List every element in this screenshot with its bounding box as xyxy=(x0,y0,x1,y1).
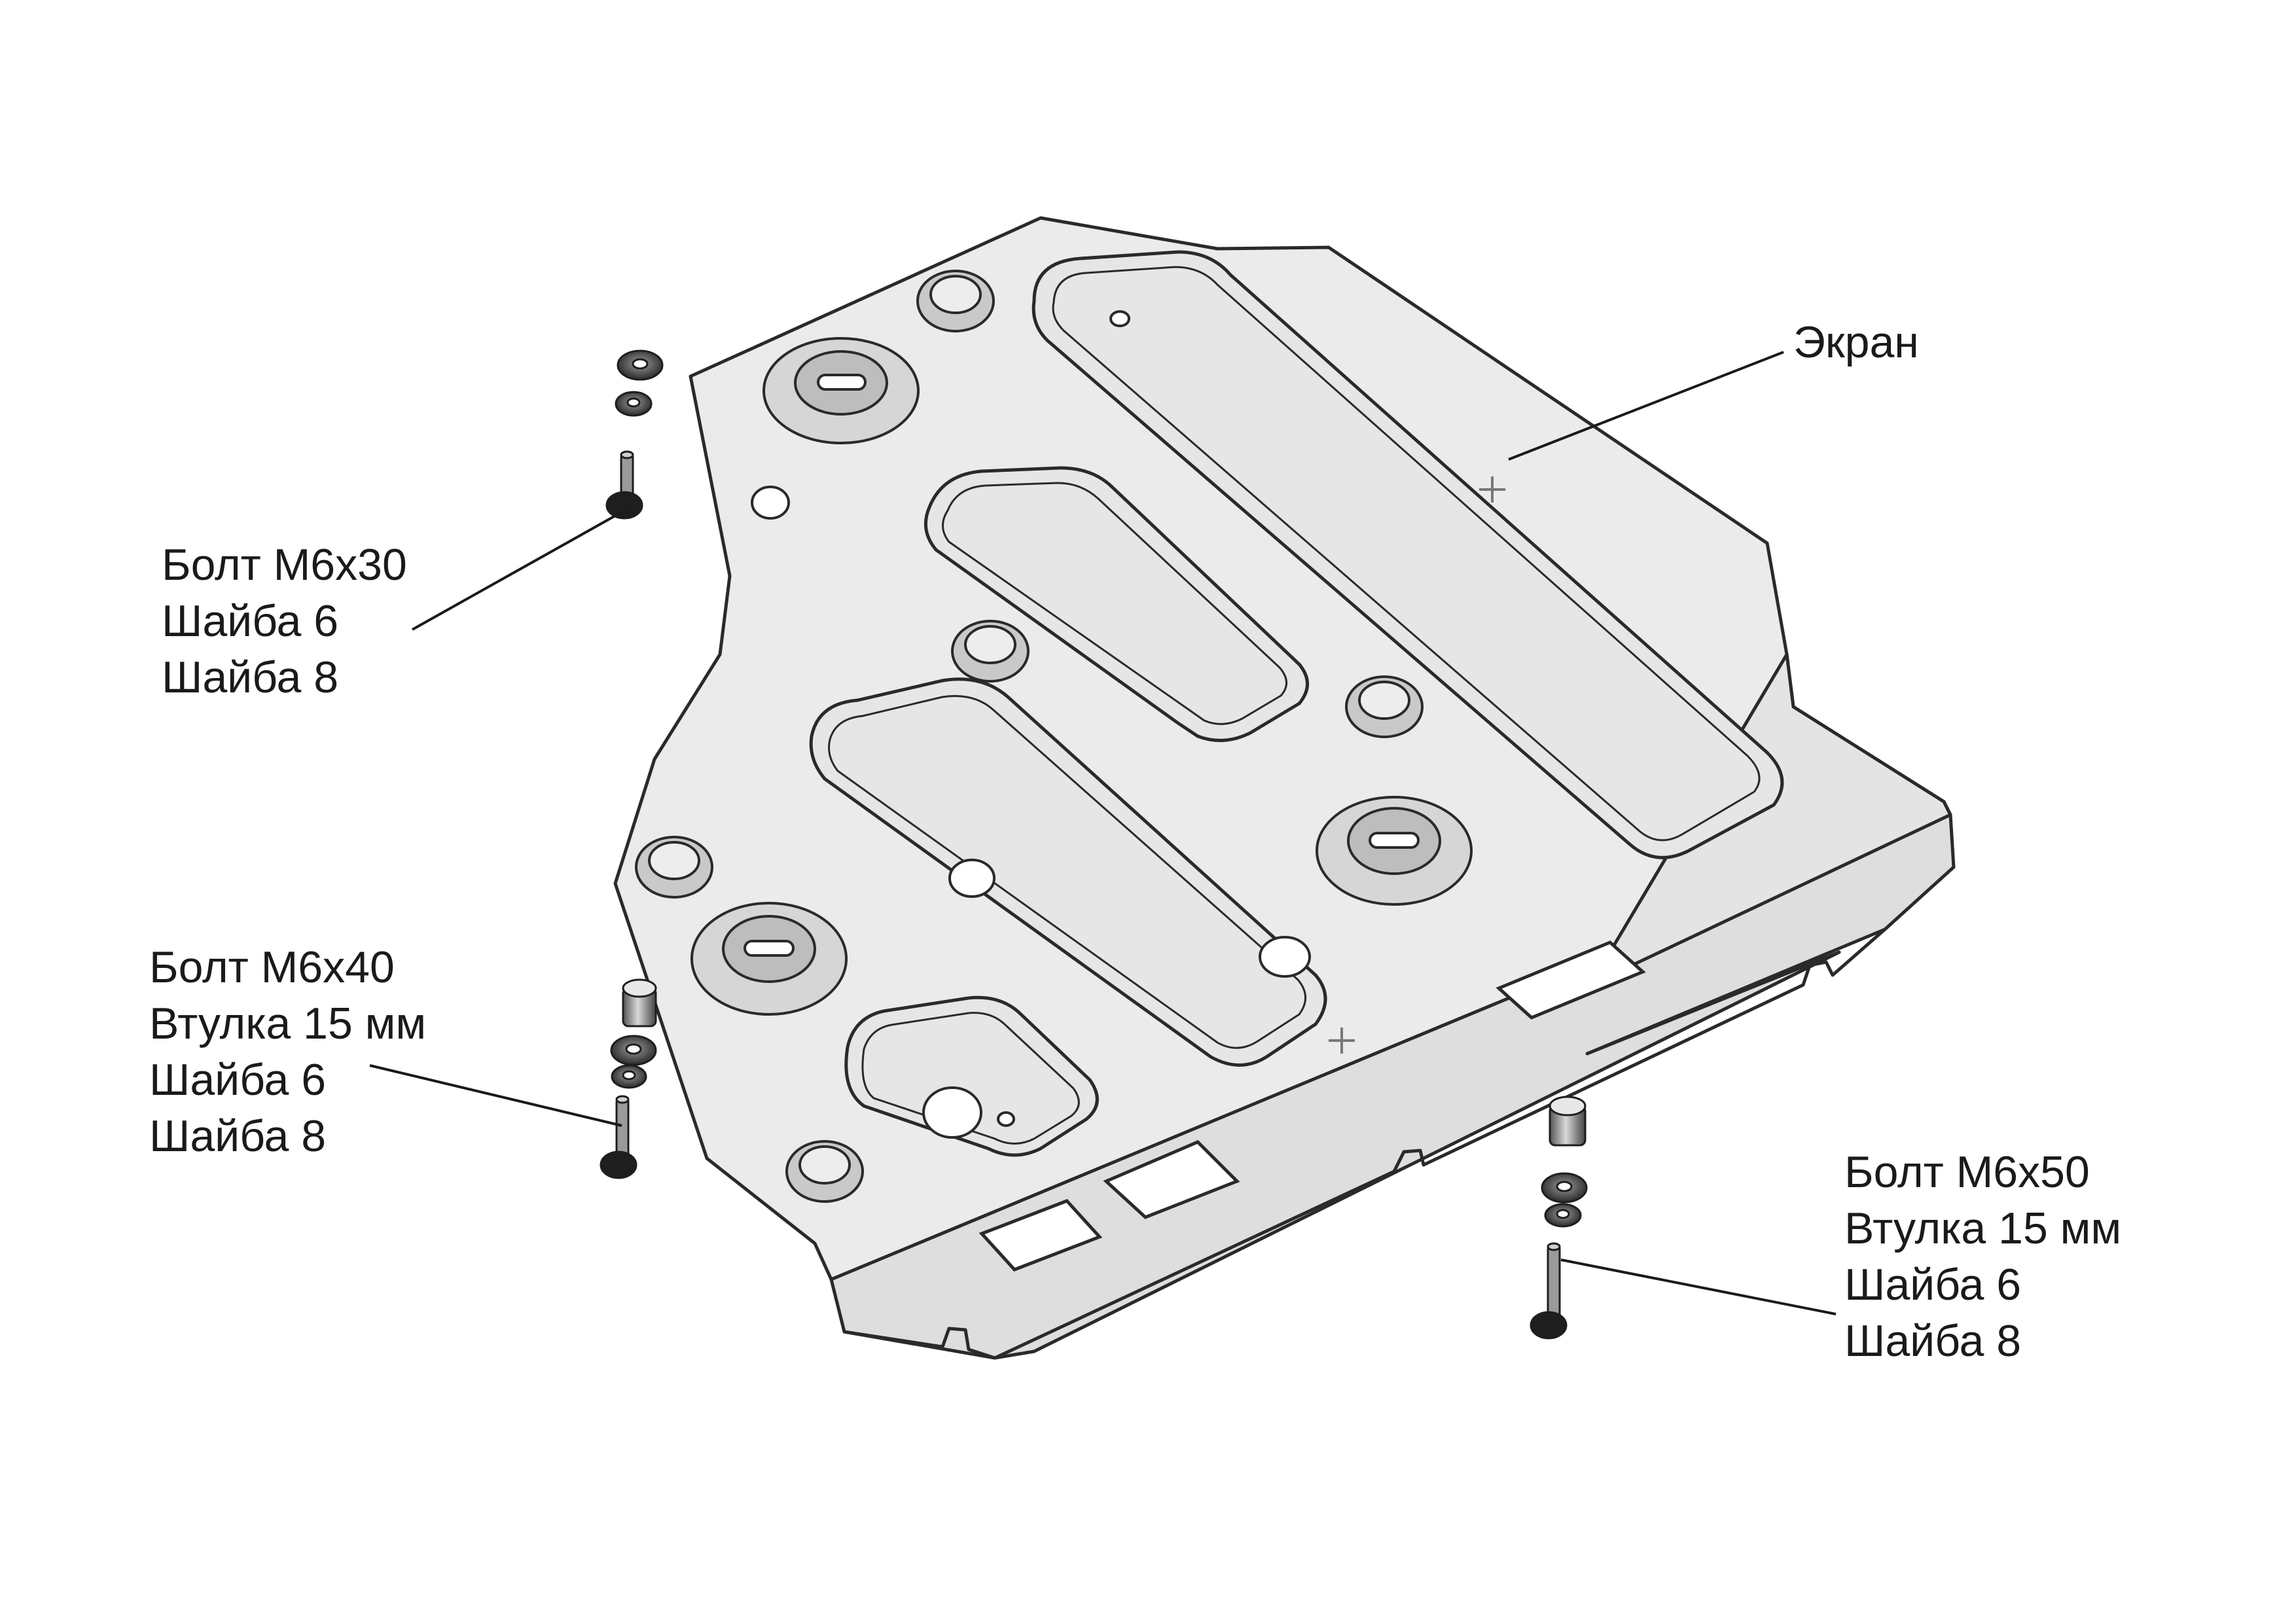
label-bolt-m6x40: Болт М6х40 xyxy=(149,942,395,992)
washer-8 xyxy=(610,1035,657,1066)
bolt-m6x40 xyxy=(600,1095,637,1179)
round-pad xyxy=(635,836,713,899)
washer-6 xyxy=(615,391,653,417)
slot-boss xyxy=(691,902,848,1016)
round-pad xyxy=(951,620,1030,683)
center-mark xyxy=(1329,1027,1355,1054)
leader-line-group2 xyxy=(369,1064,622,1127)
panel-small-corner xyxy=(844,995,1099,1157)
hardware-group-2 xyxy=(600,978,657,1179)
recessed-panels xyxy=(809,250,1784,1157)
round-pad xyxy=(916,270,995,332)
label-bushing-15mm: Втулка 15 мм xyxy=(149,999,427,1048)
panel-lower xyxy=(809,677,1327,1067)
washer-6 xyxy=(611,1064,647,1089)
label-washer-6: Шайба 6 xyxy=(1844,1260,2022,1310)
panel-long-right xyxy=(1031,250,1784,859)
mounting-hole xyxy=(1259,936,1311,978)
label-washer-6: Шайба 6 xyxy=(162,596,339,646)
panel-mid-inner xyxy=(942,482,1287,725)
slot-boss xyxy=(1316,796,1473,906)
leader-lines xyxy=(369,351,1837,1315)
washer-8 xyxy=(1541,1172,1588,1204)
panel-mid xyxy=(924,466,1309,742)
slot-boss xyxy=(762,337,920,444)
label-bushing-15mm: Втулка 15 мм xyxy=(1844,1204,2122,1253)
mounting-hole xyxy=(751,486,790,520)
panel-lower-inner xyxy=(828,695,1306,1049)
mounting-hole xyxy=(922,1086,982,1139)
front-slots xyxy=(978,940,1646,1272)
round-pads xyxy=(635,270,1424,1203)
front-slot xyxy=(1103,1140,1240,1219)
hardware-group-1 xyxy=(605,349,664,520)
leader-line-group1 xyxy=(412,508,628,631)
plate-holes xyxy=(751,310,1311,1139)
panel-small-corner-inner xyxy=(861,1012,1080,1145)
front-slot xyxy=(978,1199,1103,1272)
round-pad xyxy=(785,1140,864,1203)
label-group-1: Болт М6х30 Шайба 6 Шайба 8 xyxy=(162,537,407,705)
label-screen: Экран xyxy=(1793,314,1919,370)
washer-8 xyxy=(617,349,664,381)
center-mark xyxy=(1479,476,1505,503)
plate-side-face xyxy=(1588,652,1952,987)
washer-6 xyxy=(1544,1203,1582,1228)
label-bolt-m6x30: Болт М6х30 xyxy=(162,540,407,590)
leader-line-screen xyxy=(1508,351,1784,461)
label-bolt-m6x50: Болт М6х50 xyxy=(1844,1147,2090,1197)
small-hole xyxy=(997,1111,1015,1127)
center-marks xyxy=(1329,476,1505,1054)
leader-line-group3 xyxy=(1560,1258,1837,1315)
label-washer-8: Шайба 8 xyxy=(162,652,339,702)
label-washer-6: Шайба 6 xyxy=(149,1055,327,1105)
label-washer-8: Шайба 8 xyxy=(1844,1316,2022,1366)
label-washer-8: Шайба 8 xyxy=(149,1111,327,1161)
label-screen-text: Экран xyxy=(1793,317,1919,367)
plate-bottom-edge xyxy=(844,928,1886,1360)
bushing-15mm xyxy=(1549,1096,1587,1147)
front-slot xyxy=(1496,940,1646,1020)
round-pad xyxy=(1345,675,1424,738)
panel-long-right-inner xyxy=(1052,266,1761,842)
hardware-group-3 xyxy=(1530,1096,1588,1340)
small-hole xyxy=(1109,310,1130,327)
bolt-m6x30 xyxy=(605,450,643,520)
label-group-2: Болт М6х40 Втулка 15 мм Шайба 6 Шайба 8 xyxy=(149,939,426,1164)
bolt-m6x50 xyxy=(1530,1242,1568,1340)
slotted-bosses xyxy=(691,337,1473,1016)
mounting-hole xyxy=(948,859,996,898)
bushing-15mm xyxy=(622,978,657,1027)
label-group-3: Болт М6х50 Втулка 15 мм Шайба 6 Шайба 8 xyxy=(1844,1144,2121,1369)
